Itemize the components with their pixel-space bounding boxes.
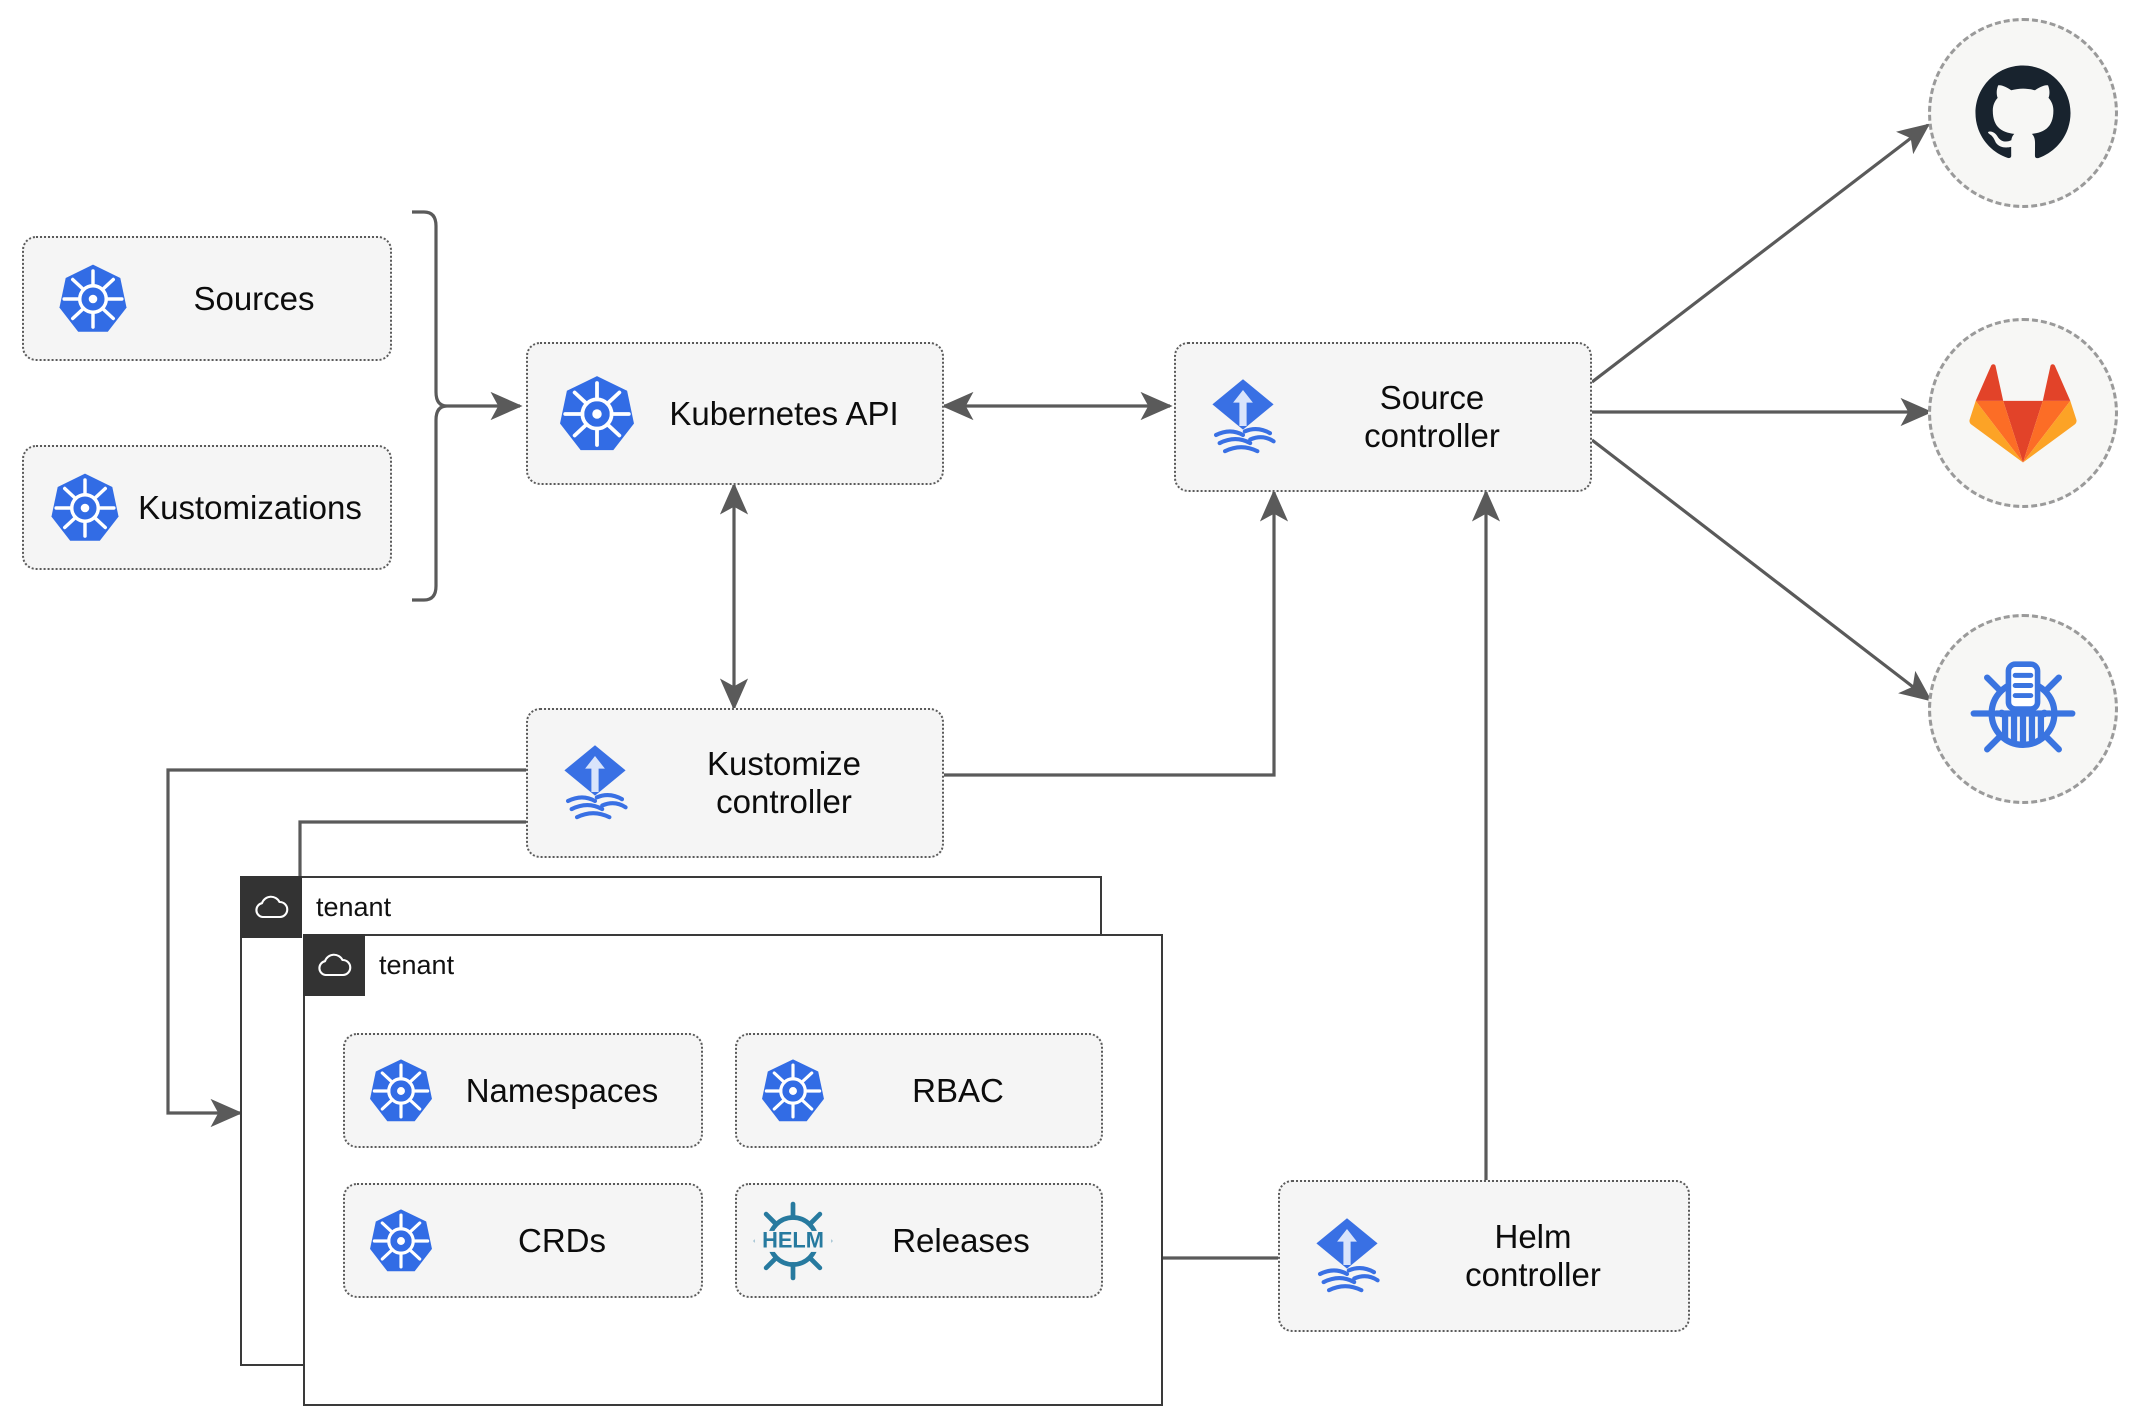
node-label: Kustomize controller xyxy=(706,745,862,820)
kubernetes-icon xyxy=(345,1055,437,1127)
cloud-icon xyxy=(302,933,365,996)
node-label: Kubernetes API xyxy=(669,394,899,432)
node-helm-controller[interactable]: Helm controller xyxy=(1278,1180,1690,1332)
provider-helm-repository[interactable] xyxy=(1928,614,2118,804)
kubernetes-icon xyxy=(528,371,640,457)
helm-repository-icon xyxy=(1970,661,2076,753)
node-source-controller[interactable]: Source controller xyxy=(1174,342,1592,492)
edge-kustomize-tenant-outer xyxy=(166,768,528,1128)
node-kubernetes-api[interactable]: Kubernetes API xyxy=(526,342,944,485)
provider-github[interactable] xyxy=(1928,18,2118,208)
node-label: CRDs xyxy=(518,1221,606,1259)
node-label: Helm controller xyxy=(1465,1218,1601,1293)
node-label: Source controller xyxy=(1364,379,1500,454)
node-kustomizations[interactable]: Kustomizations xyxy=(22,445,392,570)
kubernetes-icon xyxy=(737,1055,829,1127)
node-kustomize-controller[interactable]: Kustomize controller xyxy=(526,708,944,858)
tenant-label: tenant xyxy=(379,950,455,980)
node-sources[interactable]: Sources xyxy=(22,236,392,361)
cloud-icon xyxy=(239,875,302,938)
node-releases[interactable]: HELM Releases xyxy=(735,1183,1103,1298)
tenant-label: tenant xyxy=(316,892,392,922)
flux-icon xyxy=(528,738,640,828)
edge-sources-bracket xyxy=(412,210,523,602)
kubernetes-icon xyxy=(24,469,124,547)
helm-icon: HELM xyxy=(737,1199,835,1283)
edge-source-github xyxy=(1591,123,1931,384)
node-crds[interactable]: CRDs xyxy=(343,1183,703,1298)
node-label: Sources xyxy=(193,279,315,317)
node-label: Namespaces xyxy=(465,1071,659,1109)
tenant-box-inner: tenant xyxy=(302,933,1163,1406)
github-icon xyxy=(1975,65,2071,159)
svg-text:HELM: HELM xyxy=(762,1227,824,1252)
node-label: RBAC xyxy=(912,1071,1004,1109)
provider-gitlab[interactable] xyxy=(1928,318,2118,508)
flux-icon xyxy=(1280,1211,1392,1301)
gitlab-icon xyxy=(1969,364,2077,463)
edge-kustomize-source xyxy=(940,489,1289,777)
node-rbac[interactable]: RBAC xyxy=(735,1033,1103,1148)
kubernetes-icon xyxy=(24,260,132,338)
flux-icon xyxy=(1176,372,1288,462)
node-label: Releases xyxy=(892,1221,1030,1259)
kubernetes-icon xyxy=(345,1205,437,1277)
edge-source-helm-repo xyxy=(1591,438,1933,702)
node-namespaces[interactable]: Namespaces xyxy=(343,1033,703,1148)
node-label: Kustomizations xyxy=(138,488,362,526)
